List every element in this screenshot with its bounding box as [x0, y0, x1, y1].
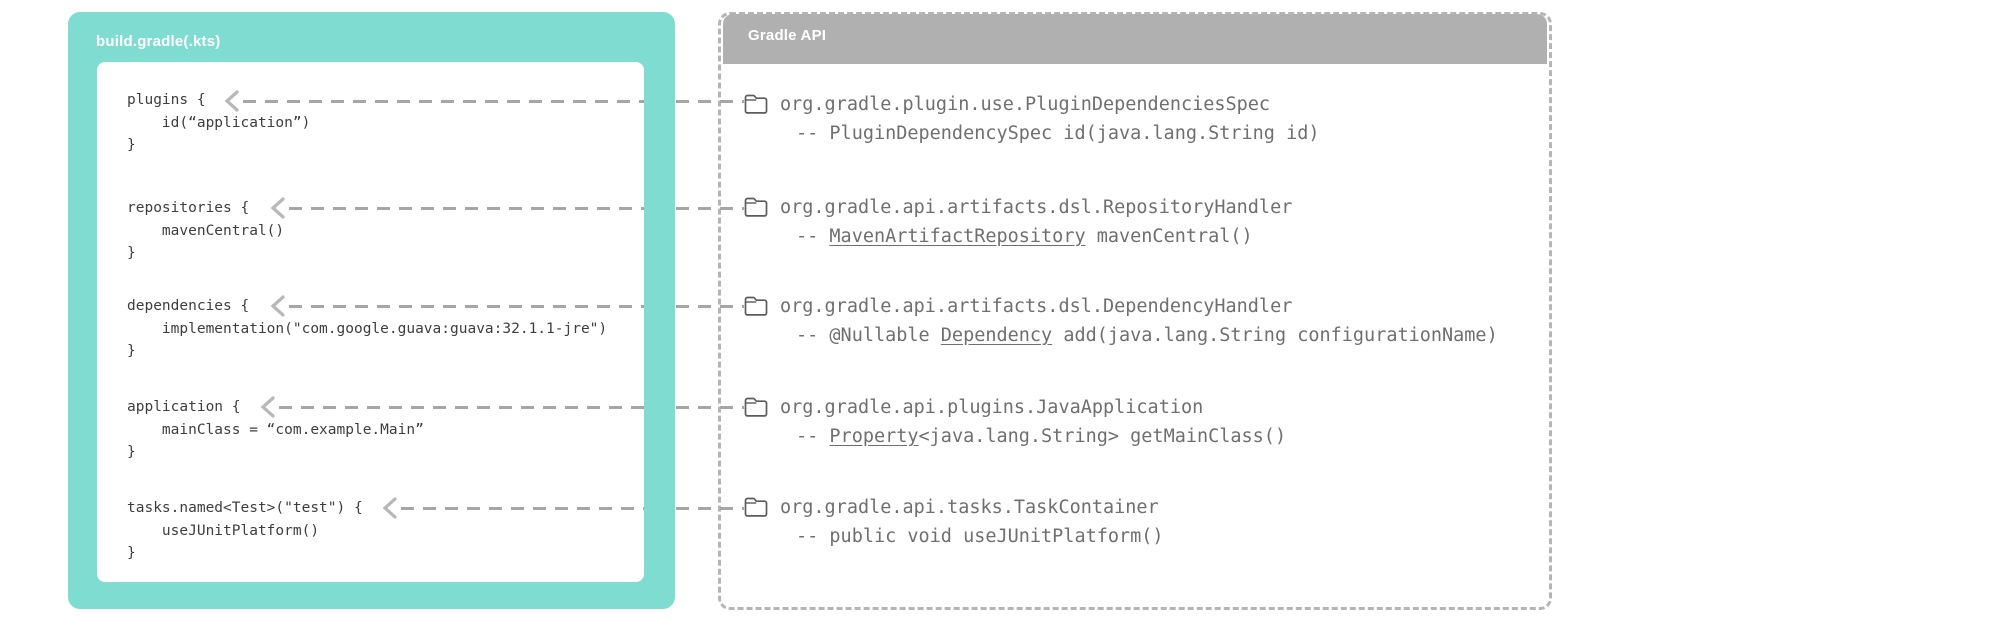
- signature-text: add(java.lang.String configurationName): [1052, 325, 1498, 346]
- signature-text: -- @Nullable: [796, 325, 941, 346]
- api-entry-dependency-handler: org.gradle.api.artifacts.dsl.DependencyH…: [718, 292, 1538, 437]
- arrow-dash-segment: [676, 100, 744, 103]
- arrow-dash-segment: [676, 406, 744, 409]
- folder-icon: [744, 296, 768, 316]
- signature-text: mavenCentral(): [1085, 226, 1253, 247]
- folder-icon: [744, 197, 768, 217]
- api-class-name: org.gradle.api.plugins.JavaApplication: [780, 397, 1204, 418]
- signature-text: --: [796, 226, 830, 247]
- arrowhead-icon: [260, 396, 275, 418]
- arrow-dash-segment: [289, 305, 644, 308]
- api-method-signature: -- Property<java.lang.String> getMainCla…: [796, 422, 1286, 451]
- folder-icon: [744, 397, 768, 417]
- code-block-application: application { mainClass = “com.example.M…: [127, 399, 424, 460]
- build-script-panel-title: build.gradle(.kts): [96, 33, 221, 50]
- arrow-dash-segment: [279, 406, 644, 409]
- signature-text: -- PluginDependencySpec id(java.lang.Str…: [796, 123, 1320, 144]
- code-block-tasks: tasks.named<Test>("test") { useJUnitPlat…: [127, 500, 363, 561]
- gradle-api-panel-title: Gradle API: [748, 27, 827, 44]
- signature-text: <java.lang.String> getMainClass(): [918, 426, 1287, 447]
- api-entry-plugin-dependencies-spec: org.gradle.plugin.use.PluginDependencies…: [718, 90, 1538, 235]
- arrow-dash-segment: [401, 507, 644, 510]
- code-block-repositories: repositories { mavenCentral() }: [127, 200, 285, 261]
- api-class-name: org.gradle.api.artifacts.dsl.RepositoryH…: [780, 197, 1293, 218]
- api-entry-task-container: org.gradle.api.tasks.TaskContainer -- pu…: [718, 493, 1538, 622]
- folder-icon: [744, 94, 768, 114]
- arrowhead-icon: [270, 295, 285, 317]
- api-type-link[interactable]: Dependency: [940, 325, 1053, 346]
- api-type-link[interactable]: Property: [829, 426, 919, 447]
- arrow-dash-segment: [289, 207, 644, 210]
- arrowhead-icon: [382, 497, 397, 519]
- api-method-signature: -- MavenArtifactRepository mavenCentral(…: [796, 222, 1253, 251]
- signature-text: --: [796, 426, 830, 447]
- api-method-signature: -- PluginDependencySpec id(java.lang.Str…: [796, 119, 1319, 148]
- api-type-link[interactable]: MavenArtifactRepository: [829, 226, 1086, 247]
- signature-text: -- public void useJUnitPlatform(): [796, 526, 1164, 547]
- build-script-code-box: [97, 62, 644, 582]
- api-class-name: org.gradle.api.tasks.TaskContainer: [780, 497, 1159, 518]
- arrowhead-icon: [270, 197, 285, 219]
- arrow-dash-segment: [676, 507, 744, 510]
- arrow-dash-segment: [676, 305, 744, 308]
- code-block-plugins: plugins { id(“application”) }: [127, 92, 311, 153]
- arrowhead-icon: [224, 90, 239, 112]
- api-method-signature: -- @Nullable Dependency add(java.lang.St…: [796, 321, 1498, 350]
- api-method-signature: -- public void useJUnitPlatform(): [796, 522, 1164, 551]
- api-entry-repository-handler: org.gradle.api.artifacts.dsl.RepositoryH…: [718, 193, 1538, 338]
- arrow-dash-segment: [243, 100, 644, 103]
- code-block-dependencies: dependencies { implementation("com.googl…: [127, 298, 608, 359]
- arrow-dash-segment: [676, 207, 744, 210]
- build-script-panel: build.gradle(.kts): [68, 12, 675, 609]
- gradle-api-panel-header: Gradle API: [723, 14, 1547, 64]
- api-class-name: org.gradle.plugin.use.PluginDependencies…: [780, 94, 1271, 115]
- gradle-api-panel: Gradle API: [718, 12, 1552, 610]
- api-entry-java-application: org.gradle.api.plugins.JavaApplication -…: [718, 393, 1538, 538]
- api-class-name: org.gradle.api.artifacts.dsl.DependencyH…: [780, 296, 1293, 317]
- folder-icon: [744, 497, 768, 517]
